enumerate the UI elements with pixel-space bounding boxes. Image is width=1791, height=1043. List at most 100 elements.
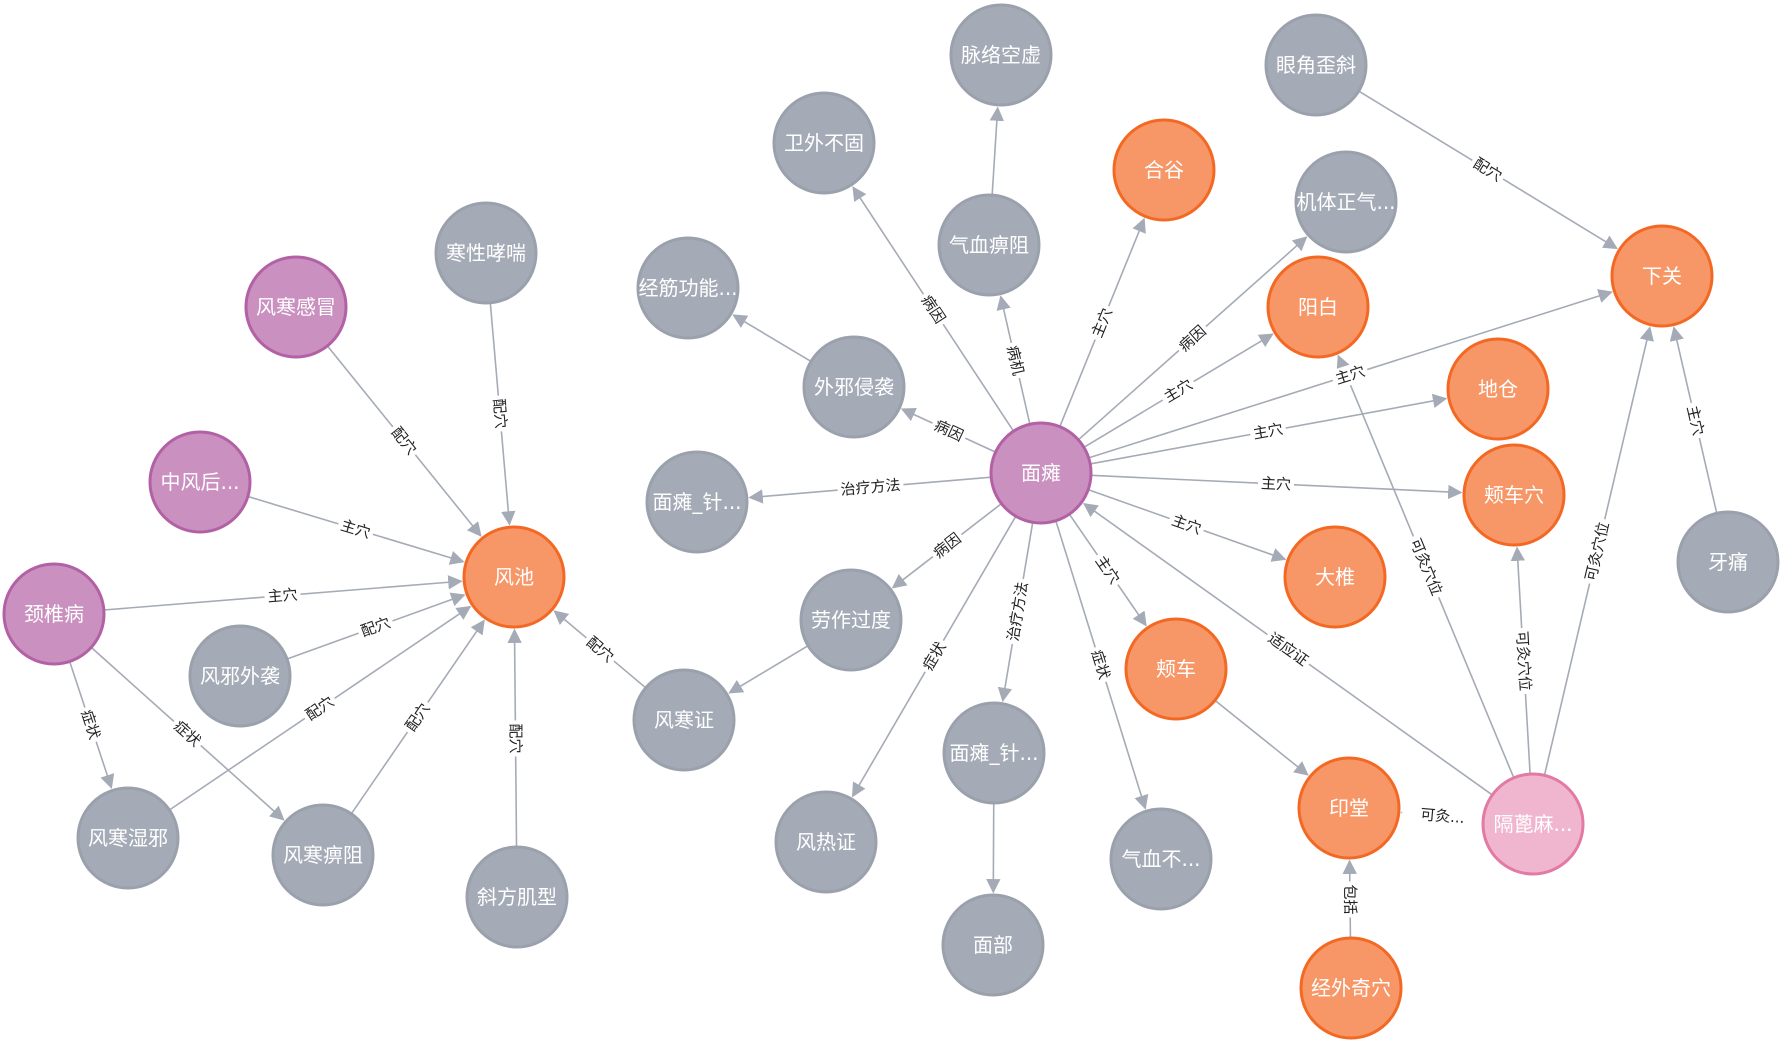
edge-label-text: 主穴: [1169, 511, 1203, 538]
node-circle-concept[interactable]: [799, 568, 903, 672]
graph-node-n_hxxc[interactable]: 寒性哮喘: [434, 201, 538, 305]
edge-label-background: [928, 414, 970, 448]
node-circle-concept[interactable]: [188, 624, 292, 728]
node-circle-acupoint[interactable]: [462, 525, 566, 629]
graph-node-n_jtzq[interactable]: 机体正气...: [1294, 150, 1398, 254]
graph-node-n_qxb[interactable]: 气血不...: [1109, 807, 1213, 911]
edge-label-background: [299, 689, 341, 727]
node-circle-acupoint[interactable]: [1299, 936, 1403, 1040]
graph-node-n_lzgd[interactable]: 劳作过度: [799, 568, 903, 672]
graph-node-n_dz[interactable]: 大椎: [1283, 525, 1387, 629]
edge-n_jc-n_yt[interactable]: [1214, 699, 1309, 776]
edge-label-text: 配穴: [358, 613, 392, 640]
node-circle-acupoint[interactable]: [1112, 118, 1216, 222]
edge-label-background: [167, 714, 208, 753]
node-circle-acupoint[interactable]: [1462, 443, 1566, 547]
node-circle-concept[interactable]: [636, 236, 740, 340]
graph-node-n_jcx[interactable]: 颊车穴: [1462, 443, 1566, 547]
graph-node-n_xg[interactable]: 下关: [1610, 224, 1714, 328]
node-circle-concept[interactable]: [76, 786, 180, 890]
node-circle-concept[interactable]: [1294, 150, 1398, 254]
edge-label-n_mt-n_qxb: 症状: [1085, 644, 1116, 685]
graph-node-n_xfjx[interactable]: 斜方肌型: [465, 845, 569, 949]
node-circle-concept[interactable]: [937, 193, 1041, 297]
graph-node-n_jwqx[interactable]: 经外奇穴: [1299, 936, 1403, 1040]
graph-node-n_mtzj1[interactable]: 面瘫_针...: [645, 450, 749, 554]
node-circle-acupoint[interactable]: [1446, 337, 1550, 441]
graph-node-n_wwbg[interactable]: 卫外不固: [772, 91, 876, 195]
node-circle-concept[interactable]: [632, 668, 736, 772]
graph-node-n_wxqx[interactable]: 外邪侵袭: [802, 335, 906, 439]
node-circle-concept[interactable]: [1109, 807, 1213, 911]
graph-node-n_gbm[interactable]: 隔蓖麻...: [1481, 772, 1585, 876]
graph-node-n_fhgm[interactable]: 风寒感冒: [244, 255, 348, 359]
graph-node-n_qxbz[interactable]: 气血痹阻: [937, 193, 1041, 297]
node-circle-concept[interactable]: [465, 845, 569, 949]
edge-label-n_gbm-n_jcx: 可灸穴位: [1511, 627, 1536, 695]
graph-node-n_yt2[interactable]: 牙痛: [1676, 510, 1780, 614]
graph-node-n_jc[interactable]: 颊车: [1124, 617, 1228, 721]
edge-label-n_gbm-n_xg: 可灸穴位: [1579, 517, 1615, 586]
edge-label-n_zfh-n_fc: 主穴: [335, 514, 376, 544]
node-circle-concept[interactable]: [941, 893, 1045, 997]
node-circle-concept[interactable]: [949, 3, 1053, 107]
graph-node-n_mtzj2[interactable]: 面瘫_针...: [942, 701, 1046, 805]
node-circle-concept[interactable]: [772, 91, 876, 195]
graph-node-n_yjwx[interactable]: 眼角歪斜: [1264, 13, 1368, 117]
edge-n_qxbz-n_mlkx[interactable]: [989, 106, 1005, 196]
edge-label-background: [916, 635, 952, 677]
graph-node-n_mt[interactable]: 面瘫: [989, 421, 1093, 525]
graph-node-n_jzb[interactable]: 颈椎病: [2, 562, 106, 666]
node-circle-concept[interactable]: [774, 790, 878, 894]
graph-node-n_fhz[interactable]: 风寒证: [632, 668, 736, 772]
node-circle-disease[interactable]: [244, 255, 348, 359]
edge-label-n_fxwx-n_fc: 配穴: [355, 611, 396, 643]
graph-node-n_fxwx[interactable]: 风邪外袭: [188, 624, 292, 728]
edge-label-background: [1329, 359, 1371, 390]
edge-label-background: [1681, 400, 1710, 441]
graph-node-n_hg[interactable]: 合谷: [1112, 118, 1216, 222]
graph-node-n_dc[interactable]: 地仓: [1446, 337, 1550, 441]
graph-node-n_mb[interactable]: 面部: [941, 893, 1045, 997]
node-circle-concept[interactable]: [1676, 510, 1780, 614]
node-circle-therapy[interactable]: [1481, 772, 1585, 876]
node-circle-acupoint[interactable]: [1283, 525, 1387, 629]
graph-node-n_fhbz[interactable]: 风寒痹阻: [271, 803, 375, 907]
edge-label-n_fhz-n_fc: 配穴: [579, 630, 621, 669]
graph-node-n_fhsx[interactable]: 风寒湿邪: [76, 786, 180, 890]
node-circle-concept[interactable]: [434, 201, 538, 305]
node-circle-concept[interactable]: [802, 335, 906, 439]
edge-label-text: 可灸...: [1420, 805, 1466, 827]
node-circle-disease[interactable]: [148, 430, 252, 534]
node-circle-concept[interactable]: [1264, 13, 1368, 117]
graph-node-n_zfh[interactable]: 中风后...: [148, 430, 252, 534]
edge-label-text: 症状: [1088, 648, 1114, 682]
node-circle-acupoint[interactable]: [1266, 255, 1370, 359]
edge-label-n_gbm-n_mt: 适应证: [1261, 626, 1315, 673]
edge-label-text: 主穴: [1252, 420, 1285, 443]
node-circle-concept[interactable]: [942, 701, 1046, 805]
edge-n_lzgd-n_fhz[interactable]: [728, 645, 809, 694]
graph-node-n_yb[interactable]: 阳白: [1266, 255, 1370, 359]
graph-node-n_yt[interactable]: 印堂: [1297, 756, 1401, 860]
edge-label-background: [915, 288, 952, 330]
node-circle-concept[interactable]: [271, 803, 375, 907]
graph-node-n_jjgn[interactable]: 经筋功能...: [636, 236, 740, 340]
edge-label-background: [384, 420, 424, 462]
node-circle-acupoint[interactable]: [1124, 617, 1228, 721]
node-circle-acupoint[interactable]: [1610, 224, 1714, 328]
edge-label-text: 主穴: [1261, 474, 1292, 493]
edge-n_wxqx-n_jjgn[interactable]: [732, 314, 812, 363]
node-circle-acupoint[interactable]: [1297, 756, 1401, 860]
edge-label-n_jzb-n_fc: 主穴: [263, 584, 302, 608]
node-circle-concept[interactable]: [645, 450, 749, 554]
node-circle-disease[interactable]: [2, 562, 106, 666]
edge-label-n_mt-n_frz: 症状: [916, 635, 952, 677]
node-circle-disease[interactable]: [989, 421, 1093, 525]
graph-node-n_mlkx[interactable]: 脉络空虚: [949, 3, 1053, 107]
edge-label-background: [1579, 517, 1615, 586]
graph-node-n_fc[interactable]: 风池: [462, 525, 566, 629]
graph-node-n_frz[interactable]: 风热证: [774, 790, 878, 894]
edge-label-n_fhbz-n_fc: 配穴: [399, 696, 437, 738]
